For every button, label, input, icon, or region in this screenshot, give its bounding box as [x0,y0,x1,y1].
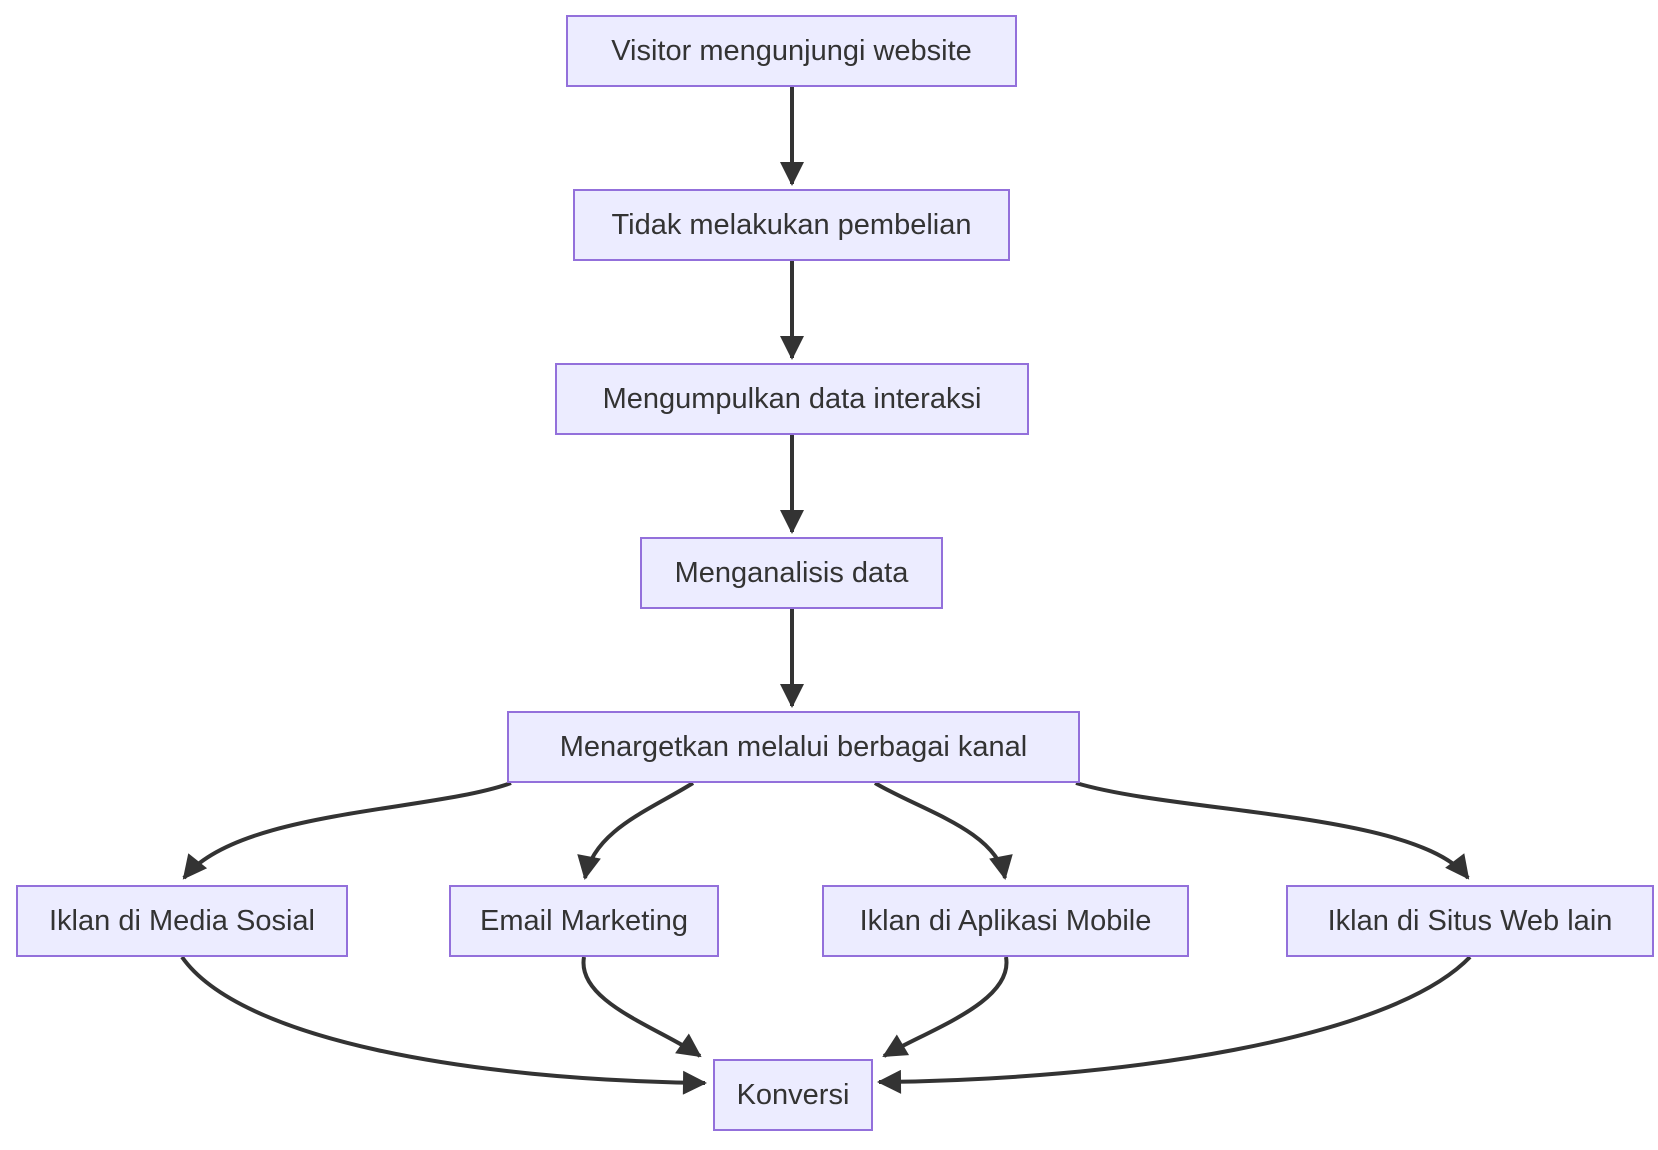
edge-media-sosial-konversi [180,955,707,1095]
node-label: Visitor mengunjungi website [611,34,972,67]
node-label: Mengumpulkan data interaksi [602,382,982,415]
node-label: Konversi [736,1078,850,1111]
edge-mobile-konversi [882,956,1009,1058]
node-label: Tidak melakukan pembelian [611,208,972,241]
node-visitor-mengunjungi-website: Visitor mengunjungi website [566,15,1017,87]
node-label: Email Marketing [480,904,688,937]
node-menganalisis-data: Menganalisis data [640,537,943,609]
node-label: Iklan di Aplikasi Mobile [859,904,1152,937]
node-iklan-di-media-sosial: Iklan di Media Sosial [16,885,348,957]
node-mengumpulkan-data-interaksi: Mengumpulkan data interaksi [555,363,1029,435]
node-label: Menargetkan melalui berbagai kanal [559,730,1028,763]
edge-situs-web-konversi [877,955,1472,1094]
edge-menargetkan-situs-web [1075,781,1470,880]
edge-menargetkan-email [577,781,695,880]
edge-menargetkan-media-sosial [182,781,512,880]
edge-menargetkan-mobile [873,781,1013,880]
node-email-marketing: Email Marketing [449,885,719,957]
node-iklan-di-situs-web-lain: Iklan di Situs Web lain [1286,885,1654,957]
node-konversi: Konversi [713,1059,873,1131]
node-iklan-di-aplikasi-mobile: Iklan di Aplikasi Mobile [822,885,1189,957]
node-tidak-melakukan-pembelian: Tidak melakukan pembelian [573,189,1010,261]
node-label: Menganalisis data [674,556,909,589]
node-menargetkan-melalui-berbagai-kanal: Menargetkan melalui berbagai kanal [507,711,1080,783]
node-label: Iklan di Situs Web lain [1327,904,1613,937]
edge-email-konversi [581,956,702,1058]
node-label: Iklan di Media Sosial [49,904,315,937]
